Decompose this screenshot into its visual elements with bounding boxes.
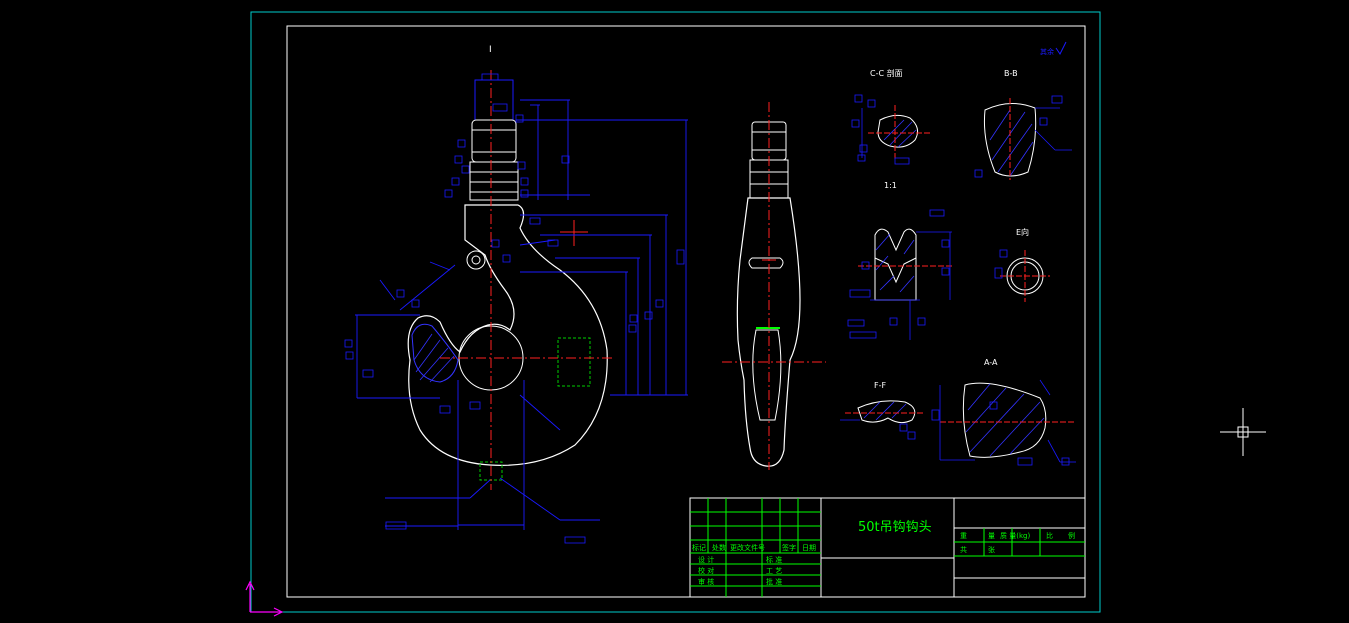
tb-rev-header-4: 日期 (802, 544, 816, 552)
title-block[interactable]: 标记 处数 更改文件号 签字 日期 设 计 标 准 校 对 工 艺 审 核 批 … (689, 497, 1086, 598)
tb-row-approve: 批 准 (766, 577, 782, 586)
section-bb-label: B-B (1004, 69, 1018, 78)
section-bb-view[interactable]: B-B (974, 69, 1072, 180)
sheet-outer-border (250, 11, 1101, 613)
hidden-section-box (557, 337, 591, 387)
tb-info-4: 例 (1068, 531, 1075, 540)
tip-section-hatch (411, 323, 459, 383)
side-view-hook[interactable] (722, 102, 826, 470)
tb-sheet-1: 张 (988, 545, 995, 554)
main-dim-labels (344, 73, 685, 544)
eye-hole (466, 250, 486, 270)
tb-rev-header-2: 更改文件号 (730, 543, 765, 552)
tb-row-check: 校 对 (698, 566, 714, 575)
tb-info-3: 比 (1046, 531, 1053, 540)
tb-sheet-0: 共 (960, 545, 967, 554)
sheet-inner-border (286, 25, 1086, 598)
ucs-icon (245, 580, 284, 617)
view-e-label: E向 (1016, 227, 1029, 237)
thread-detail-view[interactable]: 1:1 (847, 181, 952, 340)
section-cc-view[interactable]: C-C 剖面 (851, 68, 932, 165)
shank-upper (471, 119, 517, 163)
tb-info-2: 质 量(kg) (1000, 531, 1030, 540)
scale-label: 1:1 (884, 181, 897, 190)
crosshair-cursor[interactable] (1220, 408, 1266, 456)
svg-text:其余: 其余 (1040, 47, 1054, 56)
view-e[interactable]: E向 (994, 227, 1050, 302)
shank-neck (474, 79, 514, 121)
section-cc-label: C-C 剖面 (870, 68, 903, 78)
shank-thread (469, 161, 519, 201)
tb-rev-header-0: 标记 (692, 543, 706, 552)
tb-rev-header-3: 签字 (782, 543, 796, 552)
roughness-note: 其余 (1040, 41, 1067, 56)
side-body-outline (736, 197, 801, 467)
tb-row-process: 工 艺 (766, 567, 782, 575)
tb-rev-header-1: 处数 (712, 543, 726, 552)
section-aa-label: A-A (984, 358, 998, 367)
section-ff-view[interactable]: F-F (840, 381, 925, 440)
main-view-hook[interactable]: I (344, 45, 688, 544)
tb-info-1: 量 (988, 532, 995, 540)
section-aa-view[interactable]: A-A (931, 358, 1076, 466)
drawing-title: 50t吊钩钩头 (858, 520, 932, 535)
tb-row-design: 设 计 (698, 555, 714, 564)
tb-row-review: 审 核 (698, 577, 714, 586)
main-dimensions (355, 99, 688, 530)
tb-info-0: 重 (960, 532, 967, 540)
section-ff-label: F-F (874, 381, 886, 390)
hook-body-outline (407, 204, 608, 466)
tb-row-standard: 标 准 (766, 555, 782, 564)
main-view-label: I (489, 45, 492, 55)
